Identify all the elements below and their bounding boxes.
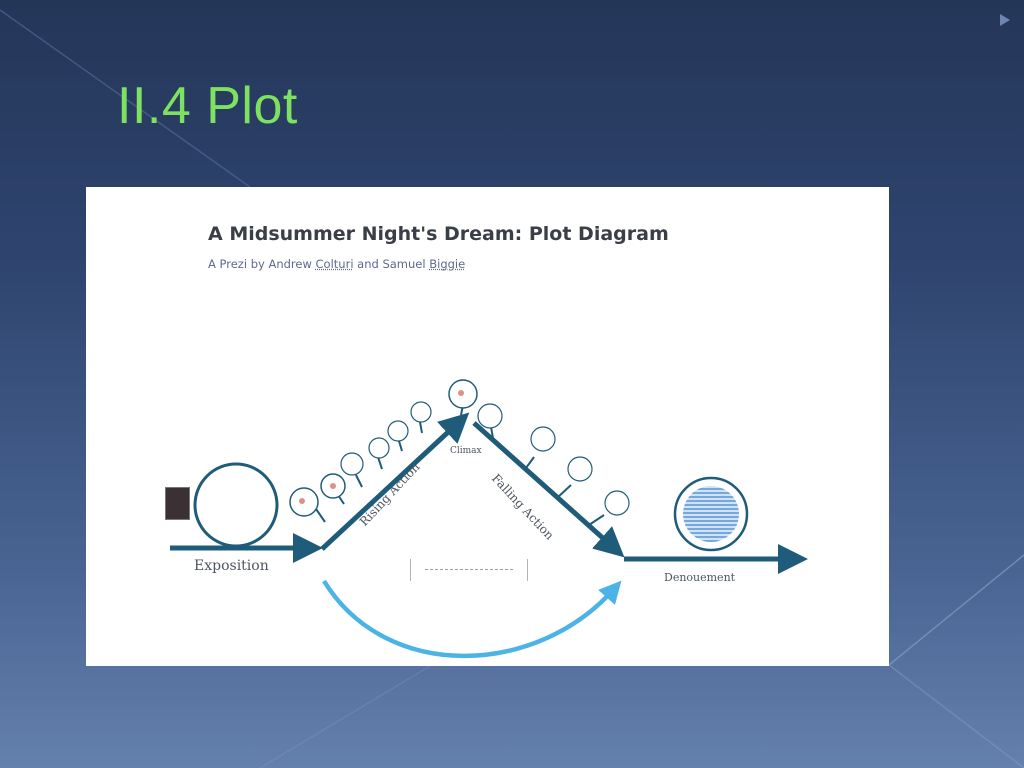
event-marker [530,426,556,452]
event-marker [368,437,390,459]
author1-surname: Colturi [315,257,354,271]
author2-surname: Biggie [429,257,466,271]
diagram-title: A Midsummer Night's Dream: Plot Diagram [208,223,669,245]
event-marker [477,403,503,429]
slide-title: II.4 Plot [117,77,298,135]
label-climax: Climax [450,446,482,456]
event-marker [340,452,364,476]
character-photo-thumbnail [165,487,190,520]
falling-action-arrow [472,421,625,558]
diagram-byline: A Prezi by Andrew Colturi and Samuel Big… [208,257,465,271]
label-exposition: Exposition [194,558,269,574]
rising-action-arrow [320,412,470,551]
exposition-circle [193,462,279,548]
byline-prefix: A Prezi by Andrew [208,257,316,271]
event-marker [567,456,593,482]
byline-middle: and Samuel [353,257,430,271]
event-marker [387,420,409,442]
label-denouement: Denouement [664,571,736,584]
plot-diagram-drawing [170,379,808,659]
event-marker [410,401,432,423]
slide-bullet-arrow-icon [1000,14,1010,26]
bracket-note [410,559,528,581]
resolution-arc-arrow [322,579,622,659]
falling-action-events [477,403,630,526]
event-marker [604,490,630,516]
plot-diagram-image: A Midsummer Night's Dream: Plot Diagram … [86,187,889,666]
